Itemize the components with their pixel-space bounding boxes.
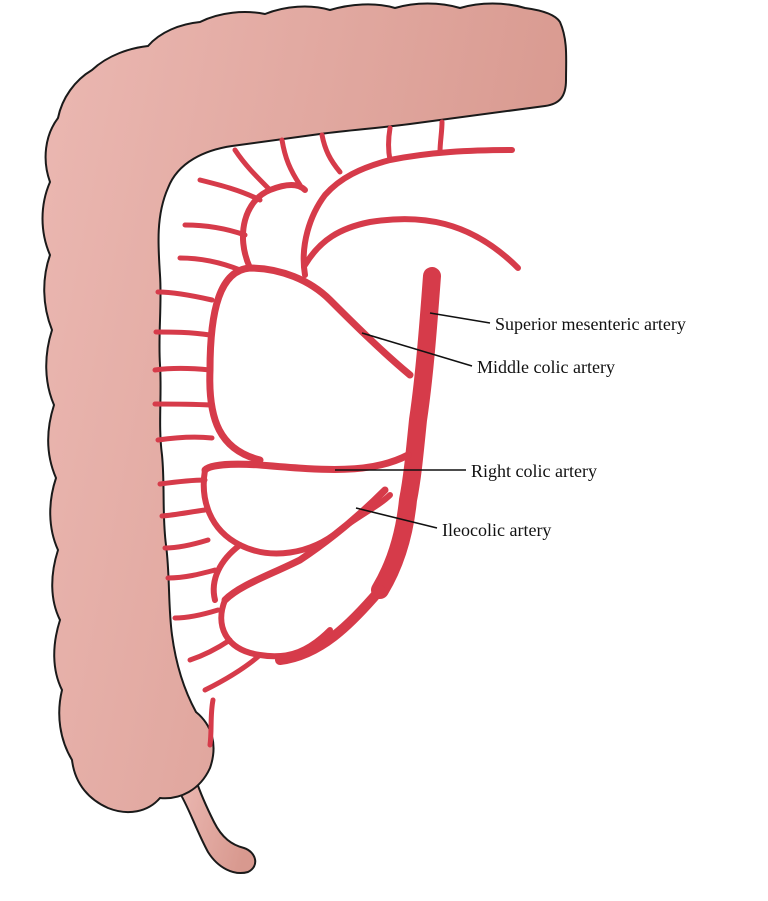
middle-colic-right-branch (302, 216, 521, 271)
label-ileocolic: Ileocolic artery (442, 520, 551, 540)
label-middle-colic: Middle colic artery (477, 357, 615, 377)
label-right-colic: Right colic artery (471, 461, 597, 481)
leader-lines (335, 312, 491, 529)
middle-colic-leader (361, 332, 473, 367)
colon (41, 2, 568, 874)
middle-colic-upper-branch (300, 147, 515, 278)
labels: Superior mesenteric artery Middle colic … (442, 314, 686, 540)
colon-body (41, 2, 568, 814)
arterial-network (152, 119, 521, 748)
ileocolic-leader (355, 507, 438, 529)
sma-trunk (371, 267, 441, 599)
right-colic-artery (201, 451, 412, 474)
appendix (176, 778, 257, 874)
sma-trunk-continuation (275, 585, 385, 665)
ileocolic-artery (221, 486, 389, 604)
middle-colic-artery (206, 264, 414, 464)
sma-leader (429, 312, 491, 324)
label-sma: Superior mesenteric artery (495, 314, 686, 334)
vasa-recta (152, 119, 445, 748)
ileocolic-lower-branch (210, 542, 243, 603)
